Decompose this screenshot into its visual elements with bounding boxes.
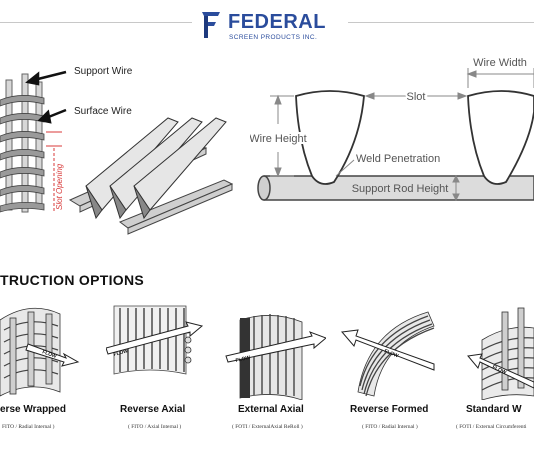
header-rule-right xyxy=(348,22,534,23)
support-rod-height-label: Support Rod Height xyxy=(352,183,449,195)
flow-label: FLOW xyxy=(383,348,399,359)
weld-penetration-label: Weld Penetration xyxy=(356,153,440,165)
support-wire-label: Support Wire xyxy=(74,66,133,77)
flow-label: FLOW xyxy=(235,355,251,364)
construction-options-heading: TRUCTION OPTIONS xyxy=(0,272,145,288)
cylinder-surface-wires xyxy=(0,95,45,213)
option-reverse-wrapped-illustration: FLOW xyxy=(0,307,80,397)
option-external-axial-illustration: FLOW xyxy=(225,314,326,400)
option-reverse-formed-code: ( FITO / Radial Internal ) xyxy=(362,424,418,430)
header-rule-left xyxy=(0,22,192,23)
option-external-axial-code: ( FOTI / ExternalAxial ReRoll ) xyxy=(232,424,303,430)
flow-arrow xyxy=(225,331,326,363)
wire-height-label: Wire Height xyxy=(250,133,307,145)
brand-logo: FEDERAL SCREEN PRODUCTS INC. xyxy=(200,8,340,44)
option-reverse-formed-illustration: FLOW xyxy=(341,311,435,397)
wire-width-label: Wire Width xyxy=(473,57,527,69)
wire-profile-diagram: Wire Width Slot Wire Height Weld Penetra… xyxy=(250,57,534,202)
option-reverse-wrapped-name: erse Wrapped xyxy=(0,404,66,415)
option-reverse-formed-name: Reverse Formed xyxy=(350,404,429,415)
flow-label: FLOW xyxy=(41,349,57,360)
option-standard-wrapped-code: ( FOTI / External Circumferenti xyxy=(456,424,527,430)
flow-arrow xyxy=(25,343,80,367)
flow-arrow xyxy=(106,321,204,355)
slot-label: Slot xyxy=(407,91,426,103)
flow-arrow xyxy=(467,353,534,389)
option-reverse-axial-code: ( FITO / Axial Internal ) xyxy=(128,424,182,430)
wire-screen-diagram: Support Wire Surface Wire Slot Opening xyxy=(0,66,234,235)
brand-name: FEDERAL xyxy=(228,11,326,33)
option-reverse-axial-name: Reverse Axial xyxy=(120,404,186,415)
slot-opening-marker xyxy=(46,131,62,212)
option-standard-wrapped-illustration: FLOW xyxy=(467,307,534,400)
slot-opening-label: Slot Opening xyxy=(55,163,64,210)
federal-f-icon xyxy=(202,12,220,38)
option-external-axial-name: External Axial xyxy=(238,404,304,415)
flow-label: FLOW xyxy=(113,348,129,358)
option-reverse-axial-illustration: FLOW xyxy=(106,305,204,375)
flow-arrow xyxy=(341,329,435,371)
brand-subtitle: SCREEN PRODUCTS INC. xyxy=(229,34,318,41)
flow-label: FLOW xyxy=(491,364,507,376)
dimension-lines xyxy=(270,68,534,202)
surface-wire-label: Surface Wire xyxy=(74,106,132,117)
option-reverse-wrapped-code: FITO / Radial Internal ) xyxy=(2,424,55,430)
wire-profiles xyxy=(295,90,534,185)
option-standard-wrapped-name: Standard W xyxy=(466,404,522,415)
flat-surface-wires xyxy=(85,117,227,220)
label-arrows xyxy=(25,70,67,124)
